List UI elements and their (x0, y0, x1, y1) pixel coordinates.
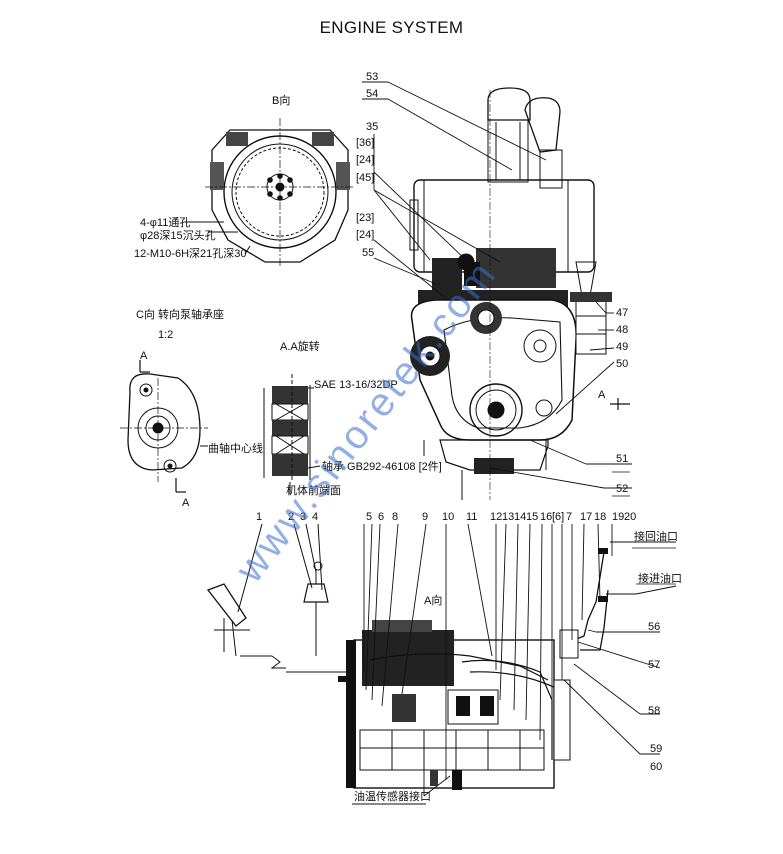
engine-side-view (338, 548, 609, 790)
callout-24b: [24] (356, 229, 374, 241)
note-oil-return: 接回油口 (634, 529, 678, 543)
callout-60: 60 (650, 761, 662, 773)
callout-4: 4 (312, 511, 318, 523)
callout-36: [36] (356, 137, 374, 149)
engine-front-view (409, 87, 612, 500)
callout-51: 51 (616, 453, 628, 465)
throttle-linkage (206, 523, 362, 673)
note-holes-2: φ28深15沉头孔 (140, 229, 216, 242)
callout-49: 49 (616, 341, 628, 353)
callout-20: 20 (624, 511, 636, 523)
callout-2: 2 (288, 511, 294, 523)
view-c-scale: 1:2 (158, 329, 173, 341)
callout-53: 53 (366, 71, 378, 83)
callout-19: 19 (612, 511, 624, 523)
callout-10: 10 (442, 511, 454, 523)
callout-8: 8 (392, 511, 398, 523)
note-holes-1: 4-φ11通孔 (140, 216, 190, 229)
callout-6b: [6] (552, 511, 564, 523)
callout-23: [23] (356, 212, 374, 224)
flywheel-housing-view (185, 118, 355, 268)
callout-13: 13 (502, 511, 514, 523)
view-b-label: B向 (272, 93, 290, 107)
leader-lines-lower (352, 523, 677, 805)
callout-35: 35 (366, 121, 378, 133)
note-block-front-face: 机体前端面 (286, 483, 341, 497)
view-a-label: A向 (424, 593, 442, 607)
callout-56: 56 (648, 621, 660, 633)
note-bearing: 轴承 GB292-46108 [2件] (322, 459, 442, 473)
callout-6: 6 (378, 511, 384, 523)
callout-45: [45] (356, 172, 374, 184)
callout-55: 55 (362, 247, 374, 259)
callout-3: 3 (300, 511, 306, 523)
note-oil-inlet: 接进油口 (638, 571, 682, 585)
note-sae: SAE 13-16/32DP (314, 379, 398, 391)
callout-52: 52 (616, 483, 628, 495)
callout-18: 18 (594, 511, 606, 523)
callout-7: 7 (566, 511, 572, 523)
callout-24a: [24] (356, 154, 374, 166)
view-aa-label: A.A旋转 (280, 339, 320, 353)
section-mark-a-top: A (140, 350, 148, 362)
callout-11: 11 (466, 511, 477, 523)
callout-17: 17 (580, 511, 592, 523)
callout-48: 48 (616, 324, 628, 336)
callout-54: 54 (366, 88, 378, 100)
aa-section-view (263, 374, 321, 494)
callout-47: 47 (616, 307, 628, 319)
callout-5: 5 (366, 511, 372, 523)
callout-12: 12 (490, 511, 502, 523)
pump-bearing-seat-view (120, 360, 208, 493)
callout-1: 1 (256, 511, 262, 523)
callout-59: 59 (650, 743, 662, 755)
callout-58: 58 (648, 705, 660, 717)
view-c-label: C向 转向泵轴承座 (136, 307, 224, 321)
callout-15: 15 (526, 511, 538, 523)
page-title: ENGINE SYSTEM (319, 18, 464, 37)
section-mark-a-bottom: A (182, 497, 190, 509)
callout-14: 14 (514, 511, 526, 523)
leader-lines-main (362, 81, 632, 489)
section-mark-a-main: A (598, 389, 606, 401)
note-thread: 12-M10-6H深21孔深30 (134, 247, 247, 260)
callout-57: 57 (648, 659, 660, 671)
callout-9: 9 (422, 511, 428, 523)
label-underlines (612, 471, 676, 585)
callout-16: 16 (540, 511, 552, 523)
note-oil-temp-sensor: 油温传感器接口 (354, 789, 431, 803)
note-crank-centerline: 曲轴中心线 (208, 441, 263, 455)
callout-50: 50 (616, 358, 628, 370)
